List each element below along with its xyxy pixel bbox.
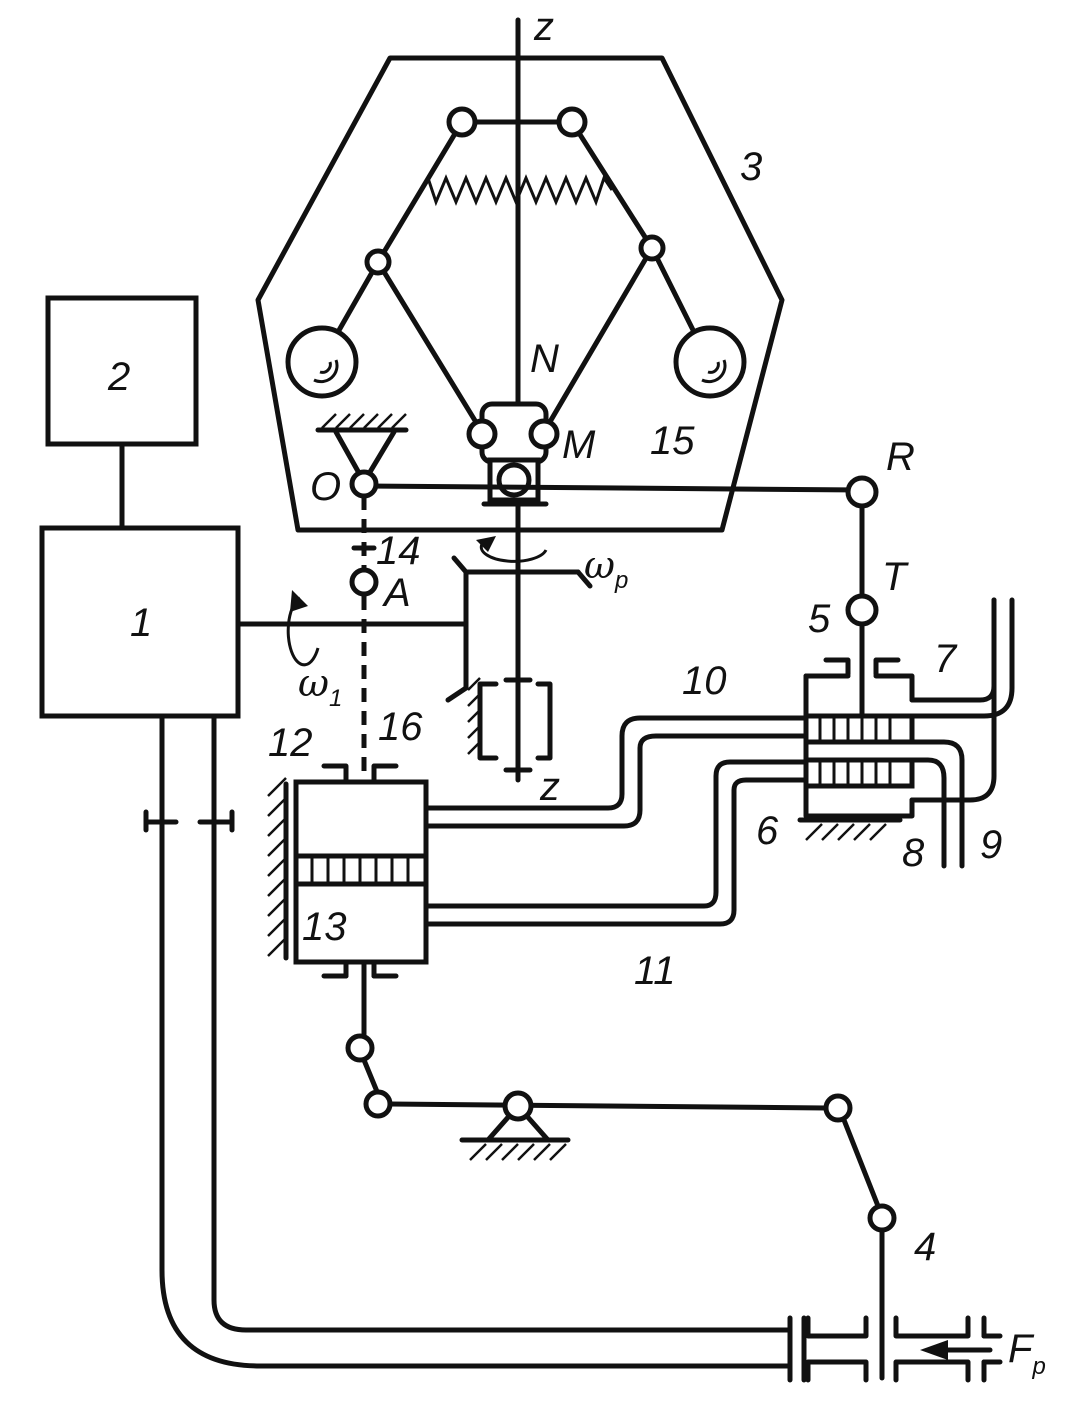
- label-9: 9: [980, 823, 1002, 867]
- joint-lever-left: [363, 1089, 393, 1119]
- joint-servo-rod: [345, 1033, 375, 1063]
- joint-r: [845, 475, 879, 509]
- label-2: 2: [107, 355, 130, 399]
- pilot-valve: [797, 657, 915, 841]
- pipe-7-outer: [909, 597, 1015, 719]
- oil-line-10-b: [423, 733, 809, 829]
- force-fp-arrowhead: [920, 1340, 948, 1360]
- label-5: 5: [808, 597, 831, 641]
- label-6: 6: [756, 809, 779, 853]
- joint-top-left: [446, 106, 478, 138]
- label-3: 3: [740, 145, 762, 189]
- bevel-gear-lower-tooth: [445, 685, 469, 703]
- joint-right-arm: [638, 234, 666, 262]
- main-lever: [387, 1101, 829, 1111]
- omega-p-arrowhead: [476, 536, 496, 552]
- label-1: 1: [130, 601, 152, 645]
- pipe-9: [909, 597, 997, 803]
- pipe-8-inner: [909, 757, 947, 869]
- joint-sleeve-left: [466, 418, 498, 450]
- servomotor-cylinder: [267, 763, 429, 979]
- right-flyweight: [673, 325, 747, 399]
- right-upper-arm: [569, 119, 655, 251]
- left-upper-arm: [375, 119, 465, 265]
- right-lower-arm: [541, 245, 655, 435]
- left-lower-arm: [375, 259, 485, 435]
- label-10: 10: [682, 659, 727, 703]
- bevel-gear-tooth-right: [575, 569, 593, 589]
- label-r: R: [886, 435, 915, 479]
- pipe-8: [909, 739, 965, 869]
- label-14: 14: [376, 529, 421, 573]
- joint-left-arm: [364, 248, 392, 276]
- block-2: [45, 295, 199, 447]
- fixed-support-o: [315, 413, 409, 485]
- label-4: 4: [914, 1225, 936, 1269]
- label-15: 15: [650, 419, 695, 463]
- governor-spring: [420, 174, 614, 207]
- label-7: 7: [934, 637, 958, 681]
- label-omega-1: ω1: [298, 661, 342, 712]
- label-11: 11: [634, 949, 676, 993]
- label-o: O: [310, 465, 341, 509]
- label-16: 16: [378, 705, 423, 749]
- label-n: N: [530, 337, 559, 381]
- label-m: M: [562, 423, 596, 467]
- label-8: 8: [902, 831, 925, 875]
- oil-line-11-a: [423, 759, 809, 909]
- label-z-bottom: z: [539, 765, 560, 809]
- link-short: [361, 1057, 381, 1097]
- joint-sleeve-right: [528, 418, 560, 450]
- left-flyweight: [285, 325, 359, 399]
- pipe-outer: [159, 713, 793, 1369]
- label-t: T: [882, 555, 909, 599]
- joint-top-right: [556, 106, 588, 138]
- label-z-top: z: [533, 5, 554, 49]
- oil-line-10-a: [423, 715, 809, 811]
- control-valve-4: [787, 1315, 1003, 1383]
- oil-line-11-b: [423, 777, 809, 927]
- lever-fulcrum: [459, 1090, 571, 1161]
- link-to-valve: [841, 1117, 881, 1209]
- lever-15: [361, 483, 865, 493]
- joint-o: [349, 469, 379, 499]
- pipe-inner: [211, 713, 793, 1333]
- omega-p-rotation-arrow: [479, 543, 548, 563]
- label-f-p: Fp: [1008, 1327, 1046, 1380]
- label-13: 13: [302, 905, 347, 949]
- joint-t: [845, 593, 879, 627]
- omega-1-arrowhead: [290, 590, 308, 612]
- label-12: 12: [268, 721, 313, 765]
- shaft-bearing: [467, 677, 553, 761]
- engine-block-1: [39, 525, 241, 719]
- joint-a: [349, 567, 379, 597]
- joint-lever-right: [823, 1093, 853, 1123]
- label-omega-p: ωp: [584, 543, 628, 594]
- governor-housing: [255, 55, 785, 533]
- label-a: A: [382, 571, 411, 615]
- joint-valve: [867, 1203, 897, 1233]
- bevel-gear-tooth-left: [451, 555, 469, 575]
